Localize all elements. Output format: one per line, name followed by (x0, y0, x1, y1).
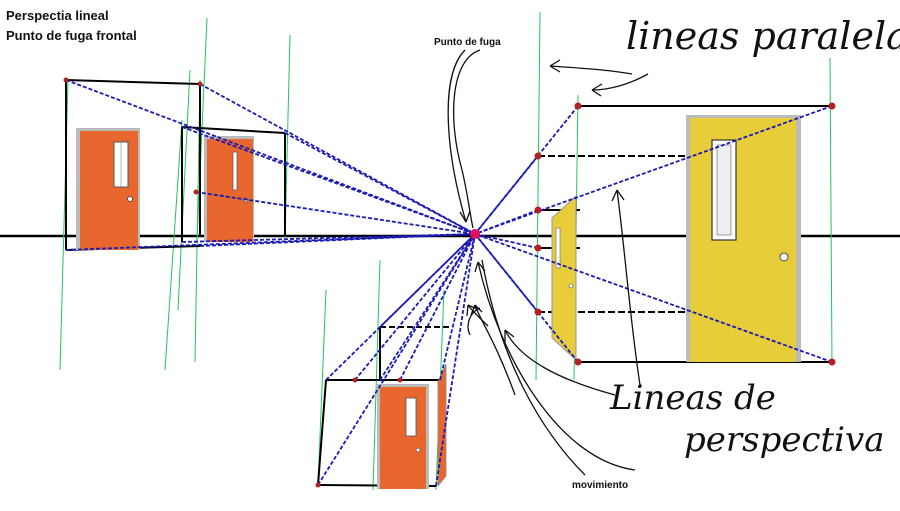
door-bottom-front (377, 384, 429, 489)
title-line-1: Perspectia lineal (6, 8, 109, 23)
parallel-lines-label: lineas paralelas (626, 14, 900, 58)
door-right-side (551, 194, 577, 362)
perspective-lines-label-1: Lineas de (610, 378, 776, 418)
door-left-front (76, 128, 140, 250)
title-line-2: Punto de fuga frontal (6, 28, 137, 43)
box-left-frame (65, 79, 286, 251)
handdrawn-arrow-icon (447, 49, 649, 476)
door-right-front (686, 115, 801, 362)
perspective-lines (65, 79, 833, 487)
vertex-points (63, 77, 836, 488)
movement-label: movimiento (572, 480, 629, 491)
vanishing-point (470, 229, 480, 239)
door-left-back (204, 136, 254, 242)
vanishing-point-label: Punto de fuga (434, 37, 501, 48)
perspective-lines-label-2: perspectiva (684, 420, 885, 460)
